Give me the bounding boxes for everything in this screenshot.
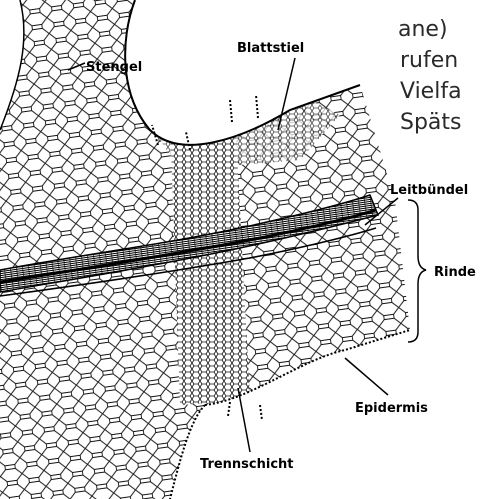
label-stengel: Stengel bbox=[86, 60, 142, 75]
label-trennschicht: Trennschicht bbox=[200, 457, 294, 472]
text-fragment-line3: Vielfa bbox=[400, 79, 462, 104]
label-leitbuendel: Leitbündel bbox=[390, 183, 468, 198]
label-blattstiel: Blattstiel bbox=[237, 41, 304, 56]
text-fragment-line2: rufen bbox=[400, 48, 458, 73]
rinde-bracket bbox=[408, 200, 426, 342]
text-fragment-line4: Späts bbox=[400, 110, 462, 135]
label-epidermis: Epidermis bbox=[355, 401, 428, 416]
trennschicht-leader bbox=[238, 388, 250, 452]
epidermis-leader bbox=[345, 358, 388, 395]
label-rinde: Rinde bbox=[434, 265, 476, 280]
text-fragment-line1: ane) bbox=[398, 17, 448, 42]
